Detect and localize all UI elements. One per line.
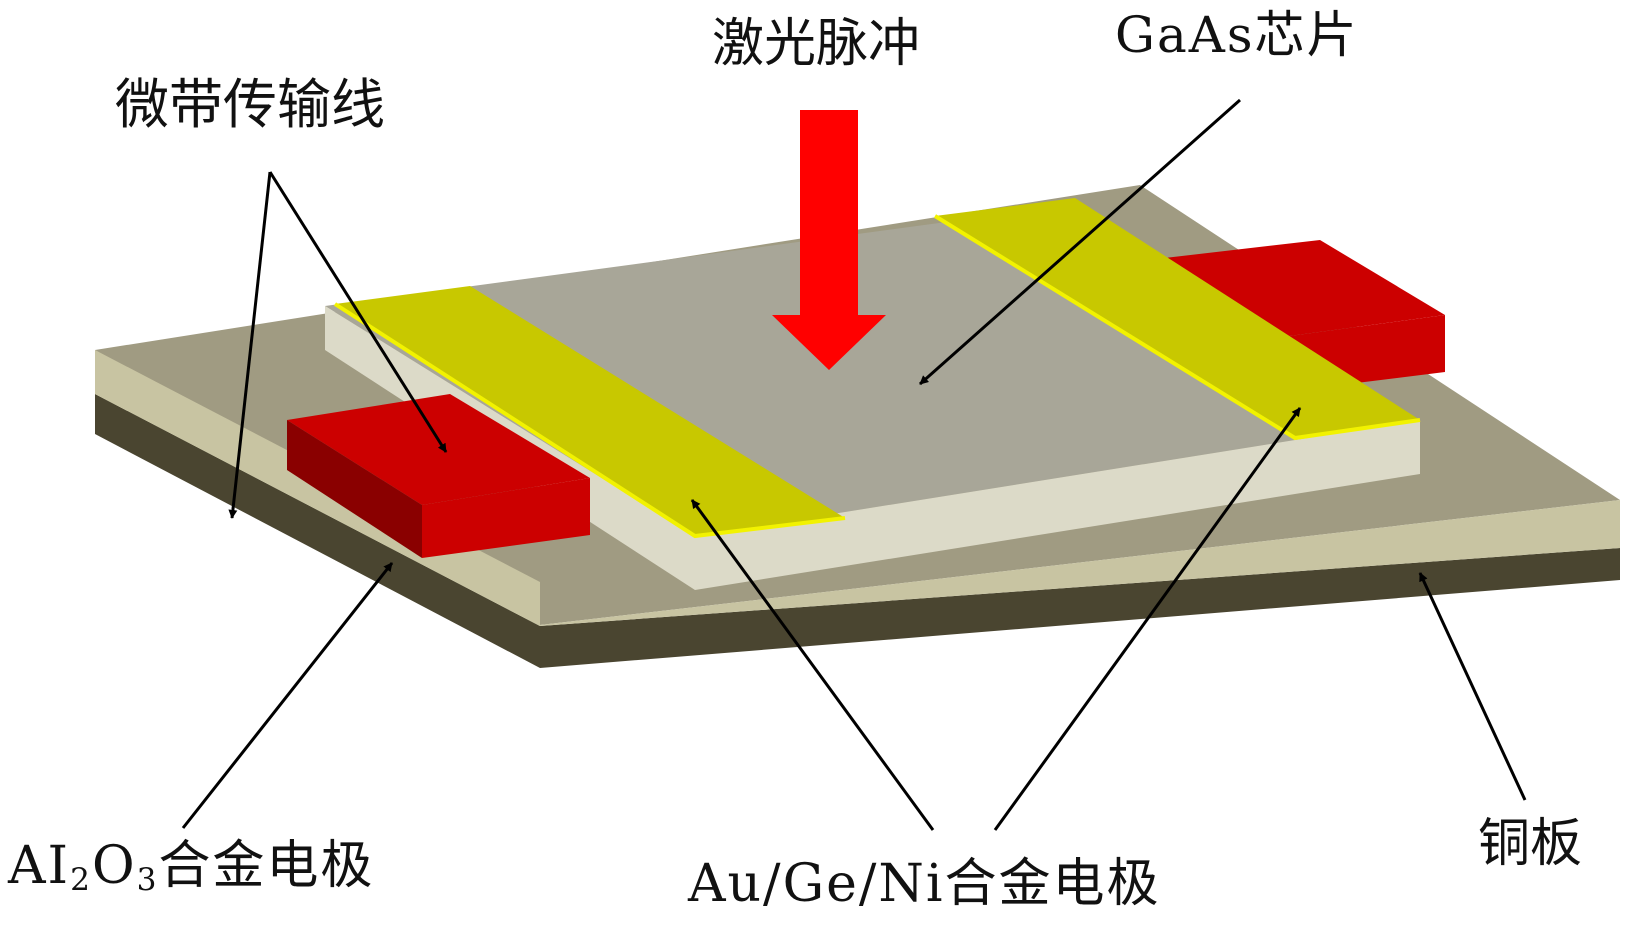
al2o3-subscript-2: 2 bbox=[70, 861, 92, 898]
al2o3-subscript-3: 3 bbox=[136, 861, 159, 898]
copper-plate-side-front bbox=[540, 548, 1620, 668]
electrode-right bbox=[933, 198, 1421, 441]
al2o3-suffix: 合金电极 bbox=[158, 836, 375, 896]
microstrip-left-front bbox=[422, 478, 590, 558]
callout-microstrip-2 bbox=[268, 171, 448, 453]
electrode-right-body bbox=[935, 198, 1420, 438]
al2o3-formula-o: O bbox=[91, 836, 137, 896]
substrate-side-front bbox=[540, 500, 1620, 626]
callout-lines bbox=[181, 98, 1527, 831]
callout-microstrip-1 bbox=[228, 171, 272, 519]
laser-pulse-arrow bbox=[772, 110, 886, 370]
label-gaas-chip: GaAs芯片 bbox=[1115, 6, 1359, 64]
electrode-left-body bbox=[335, 286, 845, 536]
label-laser-pulse: 激光脉冲 bbox=[712, 14, 921, 74]
electrode-right-edge bbox=[933, 214, 1421, 441]
callout-gaas-chip bbox=[919, 98, 1241, 386]
callout-augeni-2 bbox=[993, 407, 1302, 831]
microstrip-right-top bbox=[1130, 240, 1445, 340]
label-augeni-electrode: Au/Ge/Ni合金电极 bbox=[688, 854, 1161, 914]
label-al2o3-electrode: AI2O3合金电极 bbox=[8, 840, 374, 895]
label-microstrip: 微带传输线 bbox=[115, 73, 385, 136]
copper-plate bbox=[95, 394, 1620, 668]
callout-al2o3 bbox=[181, 562, 394, 829]
copper-plate-side-left bbox=[95, 394, 540, 668]
microstrip-left-side bbox=[287, 420, 422, 558]
al2o3-formula-a: AI bbox=[8, 836, 71, 896]
electrode-left bbox=[333, 286, 846, 539]
chip-side-front bbox=[695, 420, 1420, 590]
callout-augeni-1 bbox=[690, 499, 935, 831]
label-copper-plate: 铜板 bbox=[1478, 814, 1583, 874]
electrode-left-edge bbox=[333, 302, 846, 539]
callout-copper bbox=[1418, 572, 1527, 801]
